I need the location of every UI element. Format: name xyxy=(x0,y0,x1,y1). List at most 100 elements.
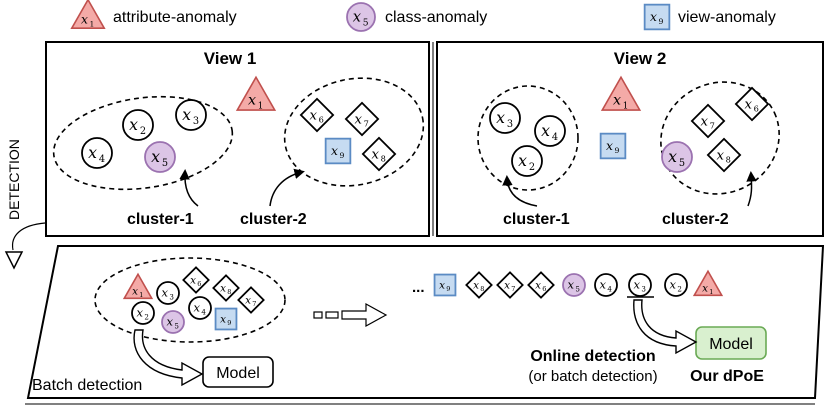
online-node-x3-var: x xyxy=(634,278,641,292)
view-2-node-x6-subscript: 6 xyxy=(754,104,759,114)
view-1-cluster-1-ellipse xyxy=(52,95,234,191)
view-2-node-x2-var: x xyxy=(518,151,527,170)
online-node-x3-subscript: 3 xyxy=(641,285,646,294)
view-2-node-x7-shape xyxy=(690,103,726,139)
view-1-node-x2-shape xyxy=(122,109,154,141)
view-2-node-x5-shape xyxy=(661,141,693,173)
view-2-node-x8-shape xyxy=(706,137,742,173)
view-1-node-x3-shape xyxy=(175,99,207,131)
online-detection-sublabel: (or batch detection) xyxy=(528,368,657,385)
legend-attribute-icon-shape xyxy=(70,0,106,29)
detection-curve xyxy=(11,222,46,251)
bottom-panel xyxy=(26,245,825,399)
batch-node-x8-shape xyxy=(212,274,240,302)
view-2-node-x4-var: x xyxy=(541,121,550,140)
view-1-cluster-2-arrow xyxy=(269,168,305,207)
online-node-x1-var: x xyxy=(702,282,708,294)
legend-attribute-icon-subscript: 1 xyxy=(90,20,95,29)
view-1-node-x7-subscript: 7 xyxy=(364,119,369,129)
batch-node-x4-var: x xyxy=(194,301,201,315)
view-2-node-x7-var: x xyxy=(701,114,709,129)
batch-node-x5-subscript: 5 xyxy=(174,322,179,331)
view-2-node-x1-subscript: 1 xyxy=(623,101,629,111)
legend-class-icon-subscript: 5 xyxy=(363,19,369,29)
view-2-node-x9-subscript: 9 xyxy=(615,146,620,155)
view-1-node-x5-shape xyxy=(144,141,176,173)
view-1-node-x6-subscript: 6 xyxy=(319,115,324,125)
batch-node-x6-var: x xyxy=(190,274,196,286)
view-2-cluster-2-label: cluster-2 xyxy=(662,211,729,228)
view-1-node-x2-var: x xyxy=(129,115,138,134)
online-node-x5-shape xyxy=(562,273,586,297)
legend-class-label: class-anomaly xyxy=(385,9,487,26)
batch-node-x8-var: x xyxy=(220,282,226,294)
view-2-node-x4-shape xyxy=(534,115,566,147)
batch-node-x3-shape xyxy=(156,281,180,305)
online-to-model-arrow xyxy=(633,299,698,355)
view-1-node-x5-var: x xyxy=(151,147,160,166)
batch-node-x5-var: x xyxy=(167,315,174,329)
detection-arrowhead xyxy=(4,251,24,270)
method-label: Our dPoE xyxy=(690,368,764,385)
batch-node-x1-subscript: 1 xyxy=(139,291,143,299)
batch-detection-label: Batch detection xyxy=(32,377,142,394)
online-node-x6-shape xyxy=(527,271,555,299)
view-1-node-x9-shape xyxy=(324,137,352,165)
legend-view-icon-subscript: 9 xyxy=(659,17,664,26)
view-1-node-x4-shape xyxy=(81,137,113,169)
view-1-node-x3-subscript: 3 xyxy=(193,116,199,127)
legend-view-icon-var: x xyxy=(650,10,657,24)
batch-node-x7-shape xyxy=(237,286,265,314)
batch-node-x2-shape xyxy=(131,301,155,325)
batch-model-label: Model xyxy=(216,365,260,382)
batch-node-x3-var: x xyxy=(162,286,169,300)
view-2-node-x3-subscript: 3 xyxy=(507,119,513,130)
batch-node-x5-shape xyxy=(161,310,185,334)
online-node-x8-shape xyxy=(465,271,493,299)
online-node-x1-shape xyxy=(692,269,724,297)
view-1-node-x4-var: x xyxy=(88,143,97,162)
view-1-node-x8-subscript: 8 xyxy=(381,154,386,164)
batch-node-x9-shape xyxy=(214,307,238,331)
view-2-node-x8-var: x xyxy=(717,148,725,163)
view-2-node-x9-var: x xyxy=(606,139,613,153)
batch-node-x2-var: x xyxy=(137,306,144,320)
view-1-node-x7-var: x xyxy=(355,112,363,127)
view-2-cluster-1-label: cluster-1 xyxy=(503,211,570,228)
legend-class-icon-var: x xyxy=(353,9,362,26)
view-2-node-x2-shape xyxy=(511,145,543,177)
online-node-x8-var: x xyxy=(473,279,479,291)
view-2-node-x8-subscript: 8 xyxy=(726,155,731,165)
view-1-node-x3-var: x xyxy=(182,105,191,124)
view-2-cluster-1-ellipse xyxy=(477,85,579,191)
online-node-x2-shape xyxy=(664,273,688,297)
view-1-cluster-2-label: cluster-2 xyxy=(240,211,307,228)
view-1-node-x5-subscript: 5 xyxy=(162,158,168,169)
view-2-node-x6-var: x xyxy=(745,97,753,112)
view-2-node-x9-shape xyxy=(599,132,627,160)
online-node-x2-subscript: 2 xyxy=(677,285,682,294)
view-1-node-x4-subscript: 4 xyxy=(99,154,105,165)
